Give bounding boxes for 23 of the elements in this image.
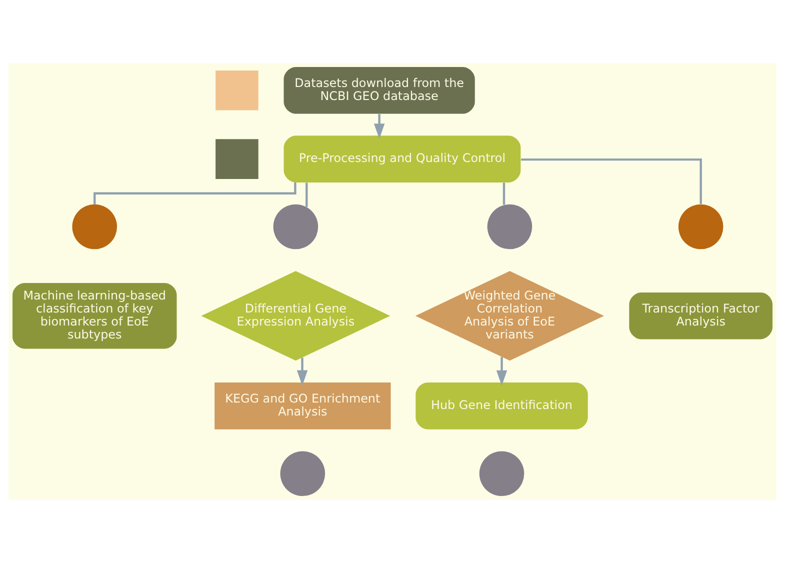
node-box: Transcription Factor Analysis bbox=[629, 292, 772, 339]
node-diamond: Weighted Gene Correlation Analysis of EoE variants bbox=[415, 270, 604, 360]
node-diamond: Differential Gene Expression Analysis bbox=[201, 270, 390, 360]
node-box: Pre-Processing and Quality Control bbox=[284, 135, 521, 182]
arrow bbox=[296, 357, 308, 386]
node-circle bbox=[72, 204, 117, 249]
node-circle bbox=[273, 204, 318, 249]
node-box: Hub Gene Identification bbox=[416, 382, 588, 429]
node-box: KEGG and GO Enrichment Analysis bbox=[214, 382, 391, 429]
connector bbox=[502, 182, 506, 204]
node-box: Datasets download from the NCBI GEO database bbox=[284, 66, 475, 114]
node-box: Machine learning-based classification of key biomarkers of EoE subtypes bbox=[12, 282, 177, 348]
node-circle bbox=[678, 204, 724, 249]
arrow bbox=[496, 356, 508, 386]
node-box bbox=[216, 138, 258, 178]
arrow bbox=[374, 114, 385, 138]
connector bbox=[94, 182, 296, 204]
connector bbox=[306, 182, 308, 206]
node-circle bbox=[487, 204, 532, 249]
connector bbox=[521, 158, 702, 204]
node-circle bbox=[479, 450, 524, 496]
node-box bbox=[216, 70, 258, 110]
node-circle bbox=[280, 450, 326, 496]
